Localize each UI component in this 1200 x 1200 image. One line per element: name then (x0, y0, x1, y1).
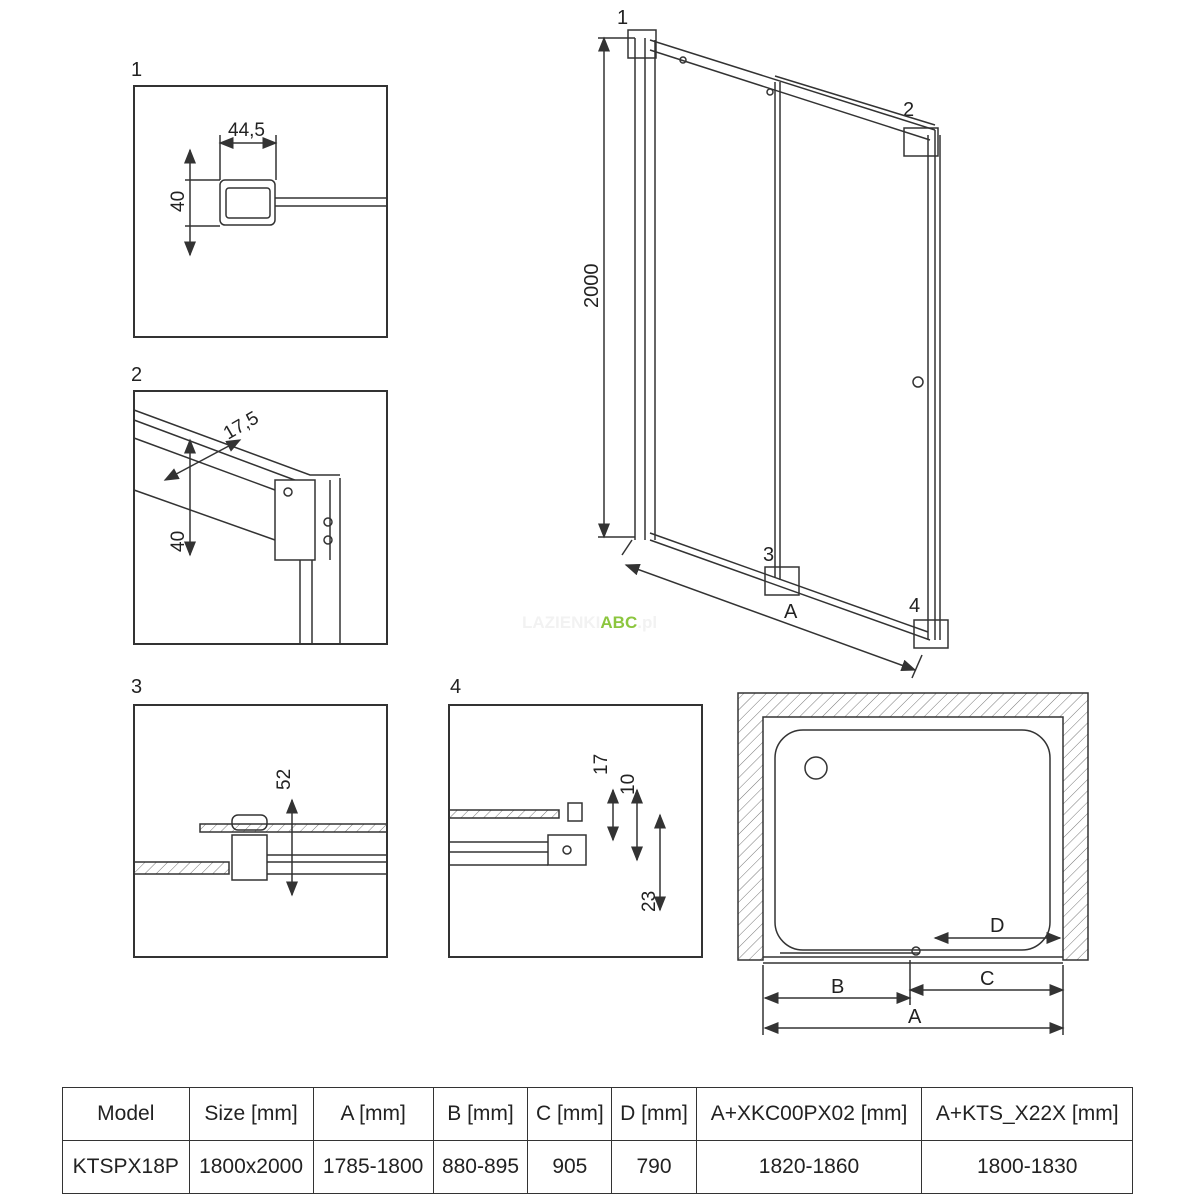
dim-a-plan: A (908, 1006, 922, 1028)
dim-17: 17 (591, 754, 612, 775)
cell: 880-895 (432, 1140, 529, 1194)
plan-view: B C D A (737, 692, 1089, 1035)
watermark-brand: ABC (600, 613, 638, 632)
dim-52: 52 (274, 769, 295, 790)
dim-23: 23 (639, 891, 660, 912)
watermark-prefix: LAZIENKI (522, 613, 601, 632)
spec-table: Model Size [mm] A [mm] B [mm] C [mm] D [… (62, 1087, 1133, 1194)
watermark: LAZIENKIABC.pl (522, 613, 657, 633)
header-cell: A+XKC00PX02 [mm] (695, 1087, 923, 1141)
cell: 1800x2000 (188, 1140, 314, 1194)
main-perspective-view: 1 2 3 4 2000 A (581, 7, 949, 679)
callout-3: 3 (763, 544, 774, 566)
header-cell: A+KTS_X22X [mm] (921, 1087, 1133, 1141)
cell: 1820-1860 (695, 1140, 923, 1194)
detail-1-label: 1 (131, 59, 142, 81)
header-cell: C [mm] (527, 1087, 613, 1141)
dim-d: D (990, 915, 1004, 937)
detail-3-label: 3 (131, 676, 142, 698)
callout-4: 4 (909, 595, 920, 617)
dim-a-perspective: A (784, 601, 798, 623)
table-header-row: Model Size [mm] A [mm] B [mm] C [mm] D [… (62, 1087, 1133, 1141)
header-cell: Model (62, 1087, 190, 1141)
dim-17-5: 17,5 (220, 408, 263, 445)
detail-2-label: 2 (131, 364, 142, 386)
dim-40-b: 40 (168, 531, 189, 552)
header-cell: D [mm] (611, 1087, 697, 1141)
detail-4-label: 4 (450, 676, 461, 698)
callout-1: 1 (617, 7, 628, 29)
cell: 790 (611, 1140, 697, 1194)
table-row: KTSPX18P 1800x2000 1785-1800 880-895 905… (62, 1140, 1133, 1194)
header-cell: A [mm] (312, 1087, 434, 1141)
detail-3: 3 52 (131, 676, 388, 958)
watermark-suffix: .pl (637, 613, 658, 632)
dim-10: 10 (618, 774, 639, 795)
dim-c: C (980, 968, 994, 990)
dim-b: B (831, 976, 844, 998)
header-cell: Size [mm] (188, 1087, 314, 1141)
callout-2: 2 (903, 99, 914, 121)
dim-40-a: 40 (168, 191, 189, 212)
cell: 1800-1830 (921, 1140, 1133, 1194)
dim-44-5: 44,5 (228, 120, 265, 141)
cell: 1785-1800 (312, 1140, 434, 1194)
dim-2000: 2000 (581, 264, 603, 309)
detail-1: 1 44,5 40 (131, 59, 388, 338)
detail-2: 2 17,5 40 (131, 364, 388, 645)
cell: KTSPX18P (62, 1140, 190, 1194)
detail-4: 4 17 10 23 (448, 676, 703, 958)
header-cell: B [mm] (432, 1087, 529, 1141)
cell: 905 (527, 1140, 613, 1194)
